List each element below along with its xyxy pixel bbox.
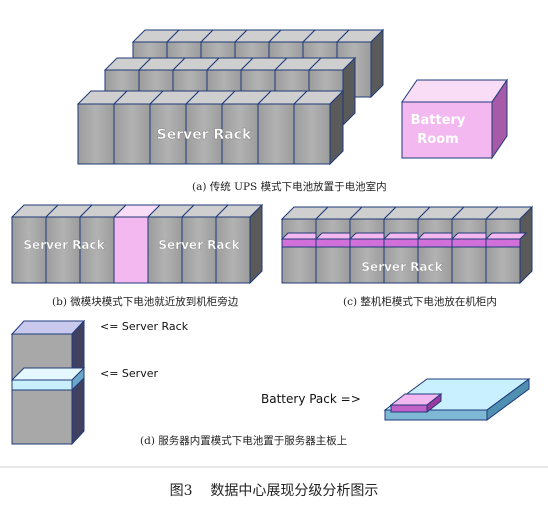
- rack-side: [342, 56, 356, 127]
- caption-d: (d) 服务器内置模式下电池置于服务器主板上: [140, 434, 347, 447]
- rack-front: [293, 103, 331, 165]
- rack-cabinet: [180, 204, 230, 284]
- rack-cabinet: [220, 90, 273, 165]
- battery-band: [281, 238, 317, 248]
- server-pointer: <= Server: [100, 367, 158, 380]
- rack-cabinet: [416, 206, 466, 284]
- battery-band-top: [484, 232, 528, 240]
- rack-cabinet: [44, 204, 94, 284]
- battery-room-label-line1: Battery: [411, 113, 466, 128]
- rack-front: [113, 216, 149, 284]
- rack-front: [451, 218, 487, 284]
- rack-cabinet: [256, 90, 309, 165]
- server-rack-label: Server Rack: [157, 127, 252, 143]
- server-rack-row-front: [76, 89, 345, 166]
- rack-front: [113, 103, 151, 165]
- server-board: [383, 378, 531, 421]
- whole-rack-row: [280, 205, 534, 285]
- rack-cabinet: [78, 204, 128, 284]
- rack-front: [257, 103, 295, 165]
- battery-room-label-line2: Room: [417, 132, 458, 147]
- battery-band: [417, 238, 453, 248]
- battery-band: [315, 238, 351, 248]
- server-rack-label: Server Rack: [361, 260, 443, 274]
- caption-a: (a) 传统 UPS 模式下电池放置于电池室内: [192, 180, 387, 193]
- battery-band: [349, 238, 385, 248]
- caption-b: (b) 微模块模式下电池就近放到机柜旁边: [52, 295, 239, 308]
- rack-cabinet: [214, 203, 264, 285]
- battery-band: [451, 238, 487, 248]
- rack-cabinet: [280, 206, 330, 284]
- rack-cabinet: [484, 205, 534, 285]
- battery-room-cube: Battery Room: [401, 78, 508, 160]
- rack-cabinet: [450, 206, 500, 284]
- rack-front: [77, 103, 115, 165]
- panel-a: Server Rack Battery Room (a) 传统 UPS 模式下电…: [76, 28, 508, 193]
- rack-cabinet: [292, 89, 345, 166]
- panel-c: Server Rack (c) 整机柜模式下电池放在机柜内: [280, 205, 534, 308]
- micro-module-rack-row: [10, 203, 264, 285]
- rack-front: [281, 218, 317, 284]
- rack-cabinet: [348, 206, 398, 284]
- single-server-rack: [10, 319, 86, 446]
- rack-cabinet: [10, 204, 60, 284]
- panel-b: Server Rack Server Rack (b) 微模块模式下电池就近放到…: [10, 203, 264, 308]
- battery-pack: [389, 392, 443, 414]
- rack-front: [485, 218, 521, 284]
- caption-c: (c) 整机柜模式下电池放在机柜内: [343, 295, 497, 308]
- server-slab: [11, 379, 73, 391]
- panel-d: <= Server Rack <= Server Battery Pack =>…: [10, 319, 531, 447]
- rack-side: [329, 89, 344, 166]
- battery-band: [485, 238, 521, 248]
- server-rack-label-left: Server Rack: [23, 238, 105, 252]
- server-rack-label-right: Server Rack: [158, 238, 240, 252]
- rack-side: [249, 203, 263, 285]
- rack-front: [215, 216, 251, 284]
- server-rack-pointer: <= Server Rack: [100, 320, 189, 333]
- battery-band: [383, 238, 419, 248]
- rack-side: [519, 205, 533, 285]
- rack-side: [370, 28, 384, 99]
- battery-pack-pointer: Battery Pack =>: [261, 392, 361, 406]
- figure-caption: 图3 数据中心展现分级分析图示: [170, 483, 379, 499]
- rack-cabinet: [76, 90, 129, 165]
- rack-front: [315, 218, 351, 284]
